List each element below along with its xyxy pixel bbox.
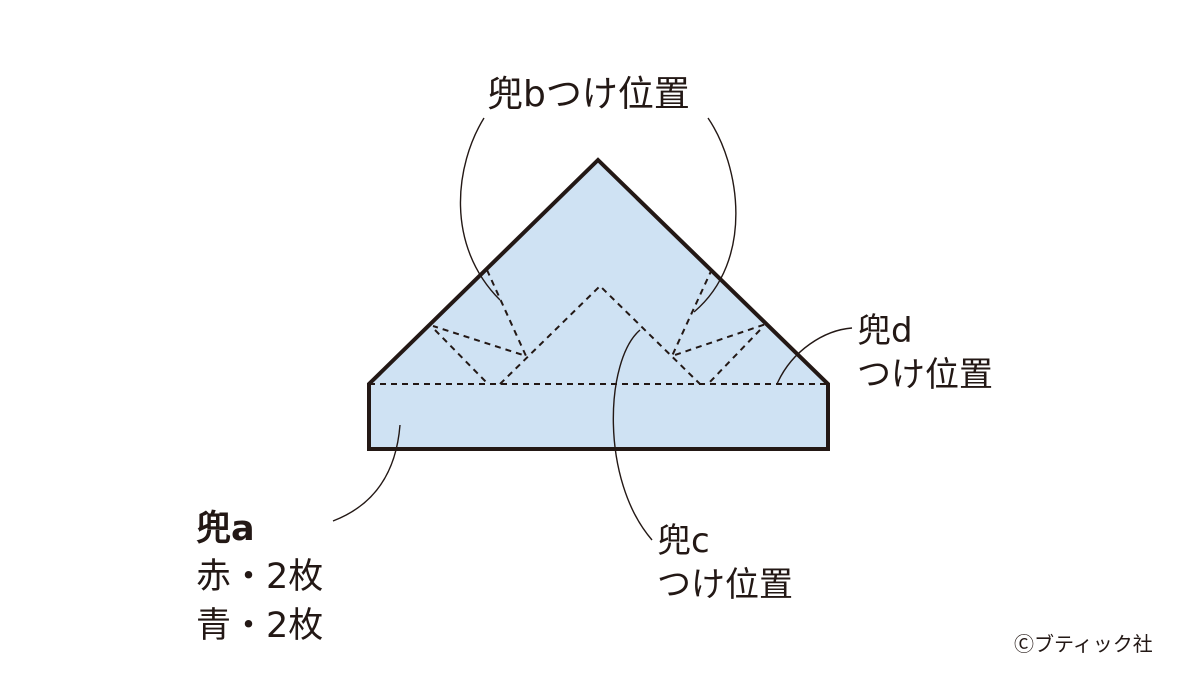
piece-c-name: 兜c (657, 521, 710, 561)
leader-b-left (459, 117, 501, 301)
leader-c (612, 329, 653, 541)
placement-guides (369, 268, 828, 385)
piece-c-position-text: つけ位置 (657, 565, 793, 606)
leader-b-right (693, 117, 737, 313)
piece-a-blue-count: 青・2枚 (196, 605, 324, 646)
leader-a (332, 424, 401, 522)
piece-c-guide (499, 284, 701, 385)
piece-a-red-count: 赤・2枚 (196, 557, 324, 598)
piece-b-position-text: 兜bつけ位置 (487, 74, 690, 115)
piece-a-label: 兜a 赤・2枚 青・2枚 (196, 505, 323, 650)
piece-b-left-guide (432, 269, 528, 358)
piece-a-name: 兜a (196, 509, 255, 549)
piece-b-position-label: 兜bつけ位置 (487, 72, 690, 117)
copyright-notice: Ⓒブティック社 (1014, 632, 1153, 656)
leader-d (776, 327, 853, 385)
piece-d-guide-left (434, 329, 489, 385)
piece-d-name: 兜d (857, 311, 913, 351)
piece-d-position-label: 兜d つけ位置 (857, 309, 993, 397)
piece-c-position-label: 兜c つけ位置 (657, 519, 793, 607)
leader-lines (332, 117, 853, 541)
piece-d-guide-right (707, 329, 761, 385)
piece-d-position-text: つけ位置 (857, 355, 993, 396)
helmet-piece-shape (367, 157, 830, 451)
